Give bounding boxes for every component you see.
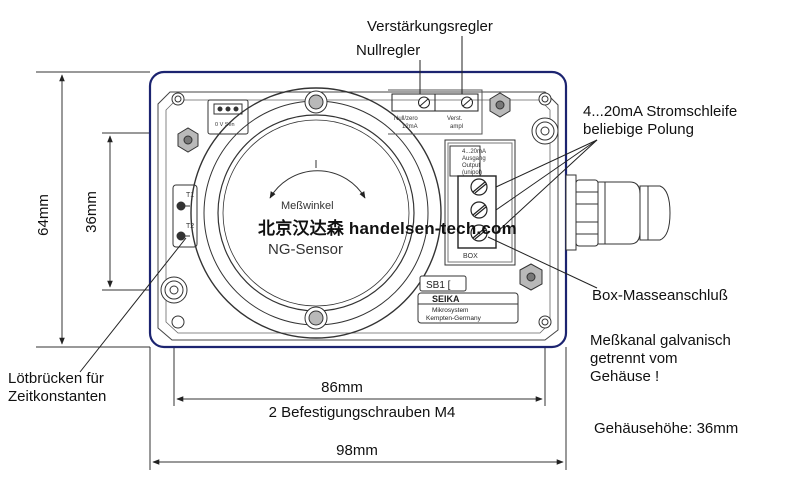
hole-top-left <box>171 92 185 106</box>
ampl-label: ampl <box>450 124 463 130</box>
out-label-1: 4...20mA <box>462 149 486 155</box>
nullregler-label: Nullregler <box>356 42 421 59</box>
out-label-4: (unipol) <box>462 170 482 176</box>
out-label-2: Ausgang <box>462 156 486 162</box>
twelve-ma-label: 12mA <box>402 124 418 130</box>
screw-right-top <box>531 117 559 145</box>
potentiometer-box <box>388 89 483 135</box>
t2-label: T2 <box>186 223 194 230</box>
sensor-name: NG-Sensor <box>268 241 343 258</box>
cable-gland <box>565 174 671 251</box>
seika-plate <box>417 292 519 324</box>
screw-bottom-center <box>304 306 328 330</box>
height-outer-label: 64mm <box>35 194 52 236</box>
gehaeusehoehe-label: Gehäusehöhe: 36mm <box>594 420 739 437</box>
box-masse-label: Box-Masseanschluß <box>592 287 728 304</box>
width-outer-label: 98mm <box>336 442 378 459</box>
watermark-text: 北京汉达森 handelsen-tech.com <box>258 219 517 238</box>
stromschleife-label-1: 4...20mA Stromschleife <box>583 103 738 120</box>
terminal-screw-1-icon <box>470 178 488 196</box>
gain-pot-icon <box>461 96 473 109</box>
seika-label: SEIKA <box>432 294 460 304</box>
stromschleife-label-2: beliebige Polung <box>583 121 694 138</box>
loetbruecken-label-1: Lötbrücken für <box>8 370 104 387</box>
messkanal-label-3: Gehäuse ! <box>590 368 660 385</box>
width-holes-label: 86mm <box>321 379 363 396</box>
mikro-label: Mikrosystem <box>432 307 468 314</box>
messwinkel-label: Meßwinkel <box>281 200 334 212</box>
terminal-screw-3-icon <box>470 224 488 242</box>
hole-bottom-right <box>538 315 552 329</box>
hole-bottom-left <box>171 315 185 329</box>
screws <box>160 90 559 330</box>
screw-right-mid <box>489 92 511 118</box>
null-pot-icon <box>418 96 430 109</box>
pin-labels: 0 V Sen <box>215 122 235 128</box>
hole-top-right <box>538 92 552 106</box>
terminal-screws <box>470 178 488 242</box>
befestigung-label: 2 Befestigungschrauben M4 <box>269 404 456 421</box>
sb1-label: SB1 [ <box>426 280 451 291</box>
verst-label: Verst. <box>447 116 463 122</box>
t1-label: T1 <box>186 192 194 199</box>
pin-connector <box>207 99 249 135</box>
height-inner-label: 36mm <box>83 191 100 233</box>
screw-left-bottom <box>160 276 188 304</box>
out-label-3: Output <box>462 163 480 169</box>
messkanal-label-1: Meßkanal galvanisch <box>590 332 731 349</box>
sensor-dome <box>190 87 442 339</box>
leader-lines <box>79 36 598 373</box>
kempten-label: Kempten-Germany <box>426 315 482 322</box>
screw-left-top <box>177 127 199 153</box>
screw-top-center <box>304 90 328 114</box>
messkanal-label-2: getrennt vom <box>590 350 678 367</box>
potentiometer-screws <box>418 96 473 109</box>
solder-bridges <box>172 184 198 248</box>
null-zero-label: Null/zero <box>394 116 418 122</box>
screw-right-bottom <box>519 263 543 291</box>
box-label: BOX <box>463 253 478 260</box>
sb1-plate <box>419 275 467 292</box>
loetbruecken-label-2: Zeitkonstanten <box>8 388 107 405</box>
verstaerkungsregler-label: Verstärkungsregler <box>367 18 493 35</box>
terminal-screw-2-icon <box>470 201 488 219</box>
